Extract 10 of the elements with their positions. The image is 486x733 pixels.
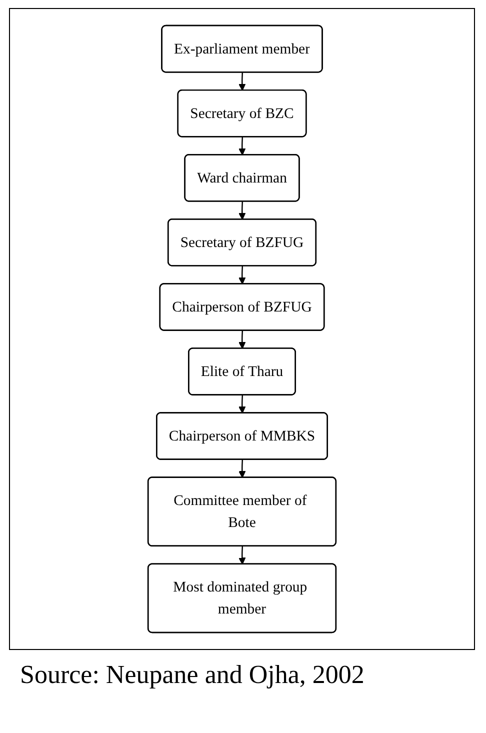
arrow	[238, 460, 246, 478]
arrow	[238, 266, 246, 284]
caption: Source: Neupane and Ojha, 2002	[20, 660, 364, 690]
arrow	[238, 330, 246, 349]
frame-border: Ex-parliament member Secretary of BZC Ward chairman Secretary of BZFUG Chairperson of BZFUG Elite of Tharu Chairperson of MMBKS Committee member of Bote Most dominated group member	[9, 8, 475, 650]
arrow	[238, 72, 246, 91]
arrow	[238, 395, 246, 414]
arrow	[238, 546, 246, 565]
arrow	[238, 202, 246, 220]
arrow	[238, 137, 246, 156]
